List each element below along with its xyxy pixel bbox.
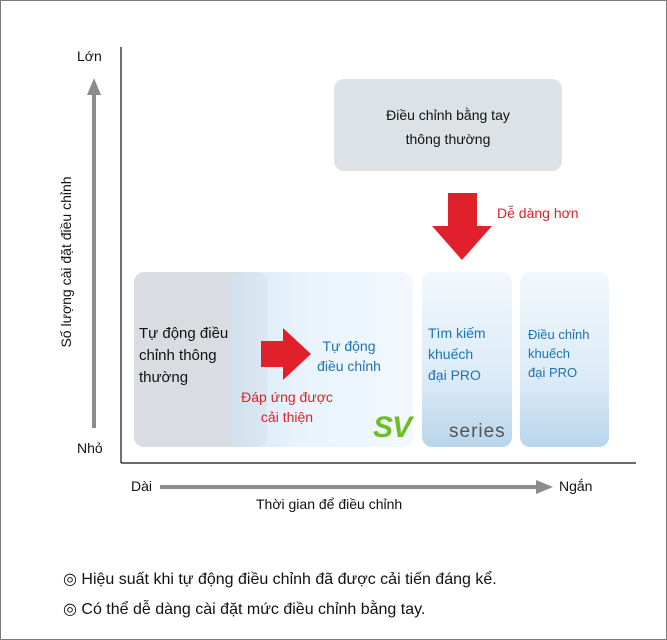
- search-pro-line3: đại PRO: [428, 367, 481, 383]
- x-right-label: Ngắn: [559, 478, 593, 494]
- auto-new-text: Tự động điều chỉnh: [307, 336, 391, 376]
- note-2: ◎ Có thể dễ dàng cài đặt mức điều chỉnh …: [63, 601, 426, 618]
- auto-new-box: [230, 272, 413, 447]
- adjust-pro-line2: khuếch: [528, 346, 570, 361]
- y-arrow-head: [87, 78, 101, 95]
- note-1: ◎ Hiệu suất khi tự động điều chỉnh đã đư…: [63, 571, 497, 588]
- adjust-pro-box: [520, 272, 609, 447]
- adjust-pro-text: Điều chỉnh khuếch đại PRO: [528, 325, 589, 382]
- x-axis-title: Thời gian để điều chỉnh: [256, 496, 403, 512]
- search-pro-text: Tìm kiếm khuếch đại PRO: [428, 323, 486, 386]
- manual-normal-box: Điều chỉnh bằng tay thông thường: [334, 79, 562, 171]
- manual-normal-line2: thông thường: [405, 131, 491, 147]
- x-arrow-head: [536, 480, 553, 494]
- y-bottom-label: Nhỏ: [77, 440, 103, 456]
- easier-label: Dễ dàng hơn: [497, 205, 579, 221]
- auto-normal-line1: Tự động điều: [139, 325, 229, 342]
- auto-normal-text: Tự động điều chỉnh thông thường: [139, 323, 228, 389]
- sv-logo: SV: [373, 411, 412, 444]
- auto-new-line2: điều chỉnh: [317, 358, 381, 374]
- improved-line1: Đáp ứng được: [241, 389, 333, 405]
- search-pro-box: [422, 272, 512, 447]
- manual-normal-line1: Điều chỉnh bằng tay: [386, 107, 510, 123]
- x-left-label: Dài: [131, 478, 153, 494]
- y-top-label: Lớn: [77, 48, 102, 64]
- adjust-pro-line3: đại PRO: [528, 365, 578, 380]
- auto-normal-line3: thường: [139, 369, 189, 386]
- adjust-pro-line1: Điều chỉnh: [528, 327, 590, 342]
- improved-line2: cải thiện: [260, 409, 314, 425]
- search-pro-line2: khuếch: [428, 346, 474, 362]
- series-logo-text: series: [449, 421, 506, 442]
- improved-text: Đáp ứng được cải thiện: [222, 387, 352, 427]
- auto-normal-line2: chỉnh thông: [139, 347, 217, 364]
- search-pro-line1: Tìm kiếm: [428, 325, 486, 341]
- auto-new-line1: Tự động: [322, 338, 376, 354]
